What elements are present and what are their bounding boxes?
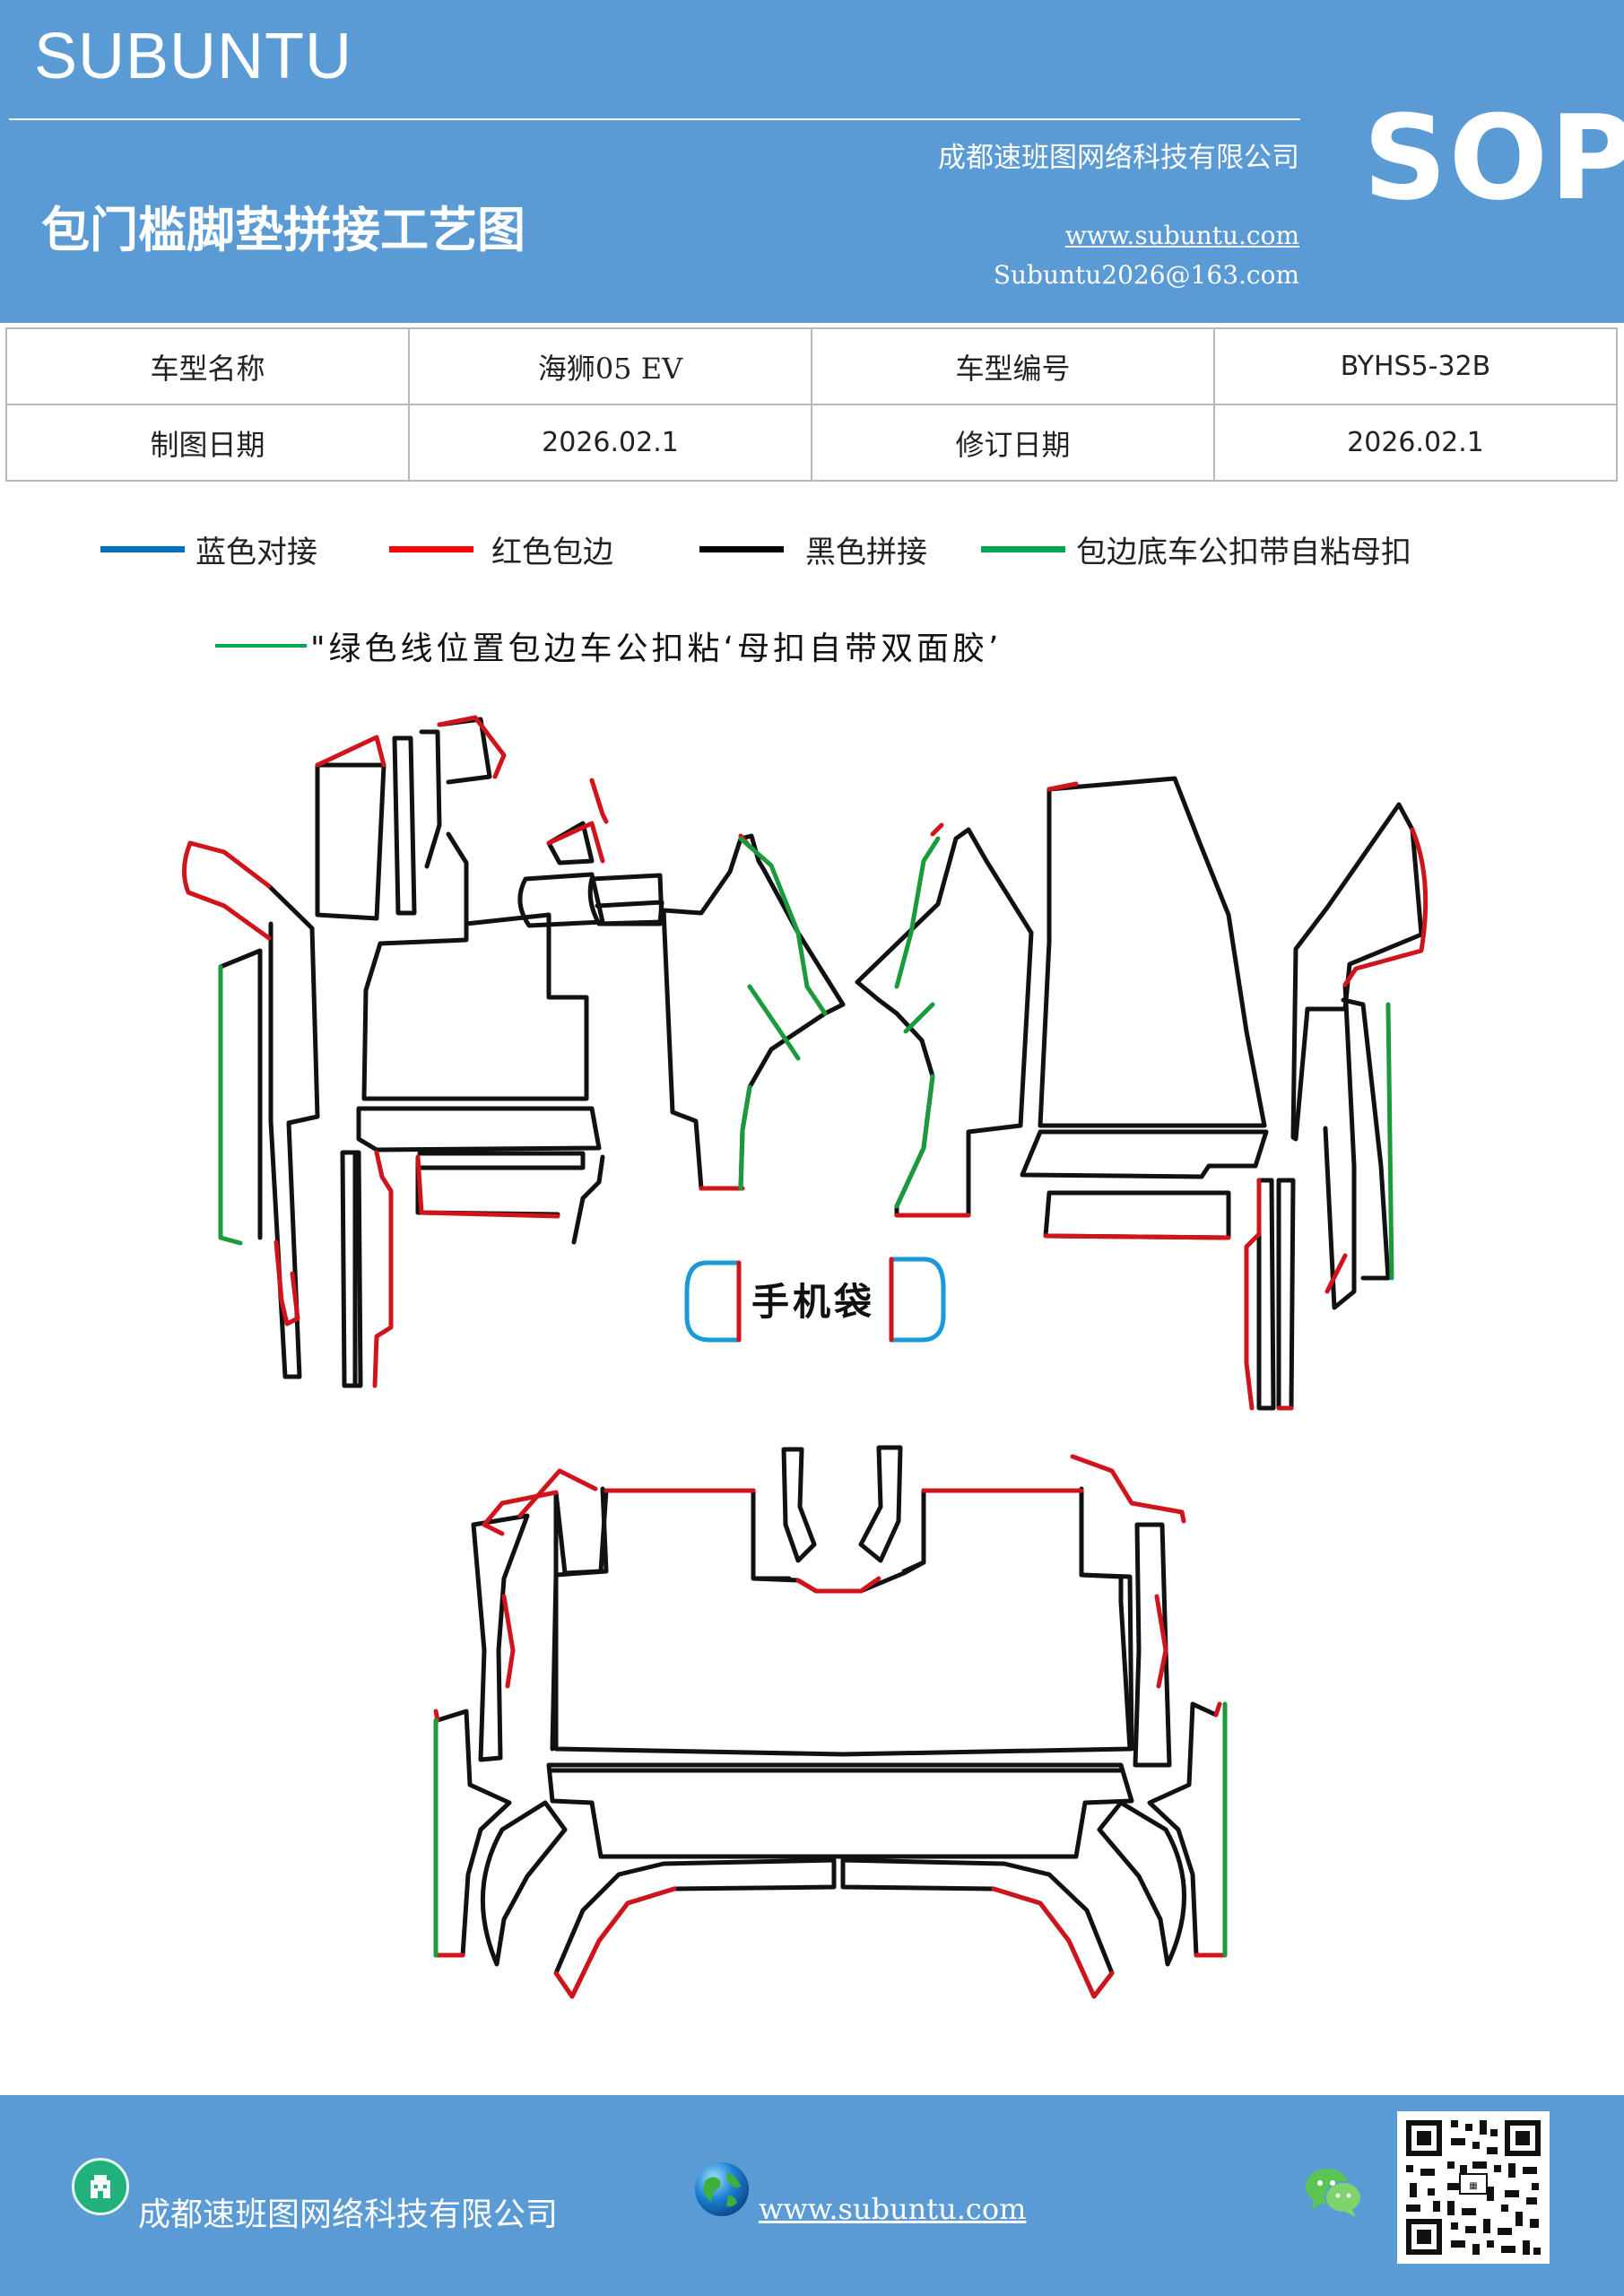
legend-item-green: 包边底车公扣带自粘母扣 [981,527,1411,570]
model-name-label: 车型名称 [5,327,410,405]
model-name-value: 海狮05 EV [408,327,812,405]
legend-label: 红色包边 [491,534,613,570]
legend-swatch-black [699,545,784,552]
legend-label: 包边底车公扣带自粘母扣 [1076,534,1411,570]
company-name: 成都速班图网络科技有限公司 [938,142,1299,174]
model-code-label: 车型编号 [811,327,1215,405]
website-link[interactable]: www.subuntu.com [1064,221,1299,250]
phone-bag-pieces-blue [684,1257,946,1343]
note-text: "绿色线位置包边车公扣粘‘母扣自带双面胶’ [310,631,1003,667]
floor-mat-diagram [182,715,1429,1999]
draw-date-label: 制图日期 [5,404,410,482]
header-banner: SUBUNTU 成都速班图网络科技有限公司 包门槛脚垫拼接工艺图 www.sub… [0,0,1624,323]
phone-bag-label: 手机袋 [751,1280,876,1324]
footer-company-name: 成都速班图网络科技有限公司 [138,2196,559,2233]
phone-bag-edges-red [736,1257,894,1343]
mat-edges-green [218,836,1394,1958]
page-title: 包门槛脚垫拼接工艺图 [41,201,525,258]
legend-item-blue: 蓝色对接 [100,527,317,570]
legend-swatch-blue [100,545,185,552]
svg-text:▦: ▦ [1469,2181,1477,2191]
footer-banner: 成都速班图网络科技有限公司 www.subuntu.com [0,2095,1624,2296]
legend-label: 蓝色对接 [195,534,317,570]
green-line-note: "绿色线位置包边车公扣粘‘母扣自带双面胶’ [215,622,1002,669]
header-divider [9,118,1300,120]
draw-date-value: 2026.02.1 [408,404,812,482]
email-address: Subuntu2026@163.com [993,260,1299,290]
model-code-value: BYHS5-32B [1213,327,1618,405]
globe-icon [695,2162,749,2216]
sop-badge: SOP [1363,90,1624,226]
legend-swatch-green [981,545,1065,552]
legend-label: 黑色拼接 [805,534,927,570]
revise-date-value: 2026.02.1 [1213,404,1618,482]
footer-website-link[interactable]: www.subuntu.com [759,2192,1027,2226]
building-icon [72,2158,129,2215]
mat-edges-red [182,715,1429,1999]
legend-item-red: 红色包边 [389,527,613,570]
legend-swatch-red [389,545,473,552]
note-green-line [215,644,307,648]
revise-date-label: 修订日期 [811,404,1215,482]
table-row: 制图日期 2026.02.1 修订日期 2026.02.1 [5,404,1618,482]
vehicle-info-table: 车型名称 海狮05 EV 车型编号 BYHS5-32B 制图日期 2026.02… [5,327,1618,482]
table-row: 车型名称 海狮05 EV 车型编号 BYHS5-32B [5,327,1618,405]
qr-code[interactable]: ▦ [1397,2111,1550,2264]
legend-item-black: 黑色拼接 [699,527,927,570]
wechat-icon [1306,2169,1362,2217]
mat-pieces-black [218,717,1424,1999]
brand-name: SUBUNTU [34,21,353,92]
